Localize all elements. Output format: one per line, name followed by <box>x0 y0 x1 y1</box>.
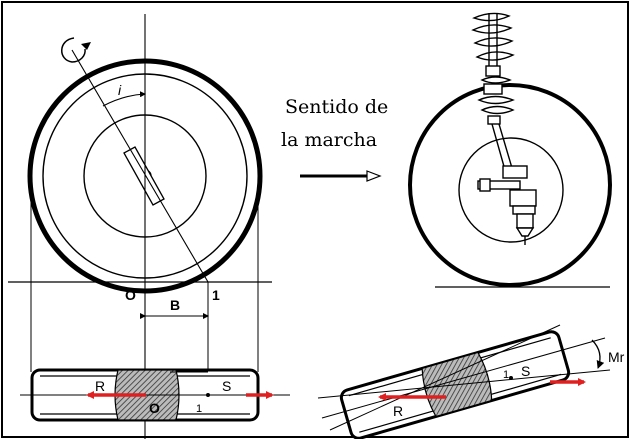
moment-arrow <box>591 339 605 369</box>
force-r-label-right: R <box>393 403 403 419</box>
force-s-label-right: S <box>521 363 530 379</box>
rotation-arrow-icon <box>61 37 86 63</box>
point-1-label-bottom: 1 <box>196 403 202 415</box>
point-1-label-right: 1 <box>503 369 509 381</box>
tyre-plan-view-left: R O 1 S <box>20 368 290 422</box>
side-rim <box>458 137 564 243</box>
angle-label: i <box>118 82 122 98</box>
side-tyre <box>408 83 612 287</box>
caption-line-2: la marcha <box>281 129 377 151</box>
moment-label: Mr <box>608 349 625 365</box>
shock-absorber <box>477 65 515 171</box>
coil-spring-icon <box>471 12 515 66</box>
force-s-label-left: S <box>222 378 231 394</box>
front-wheel-view: i O 1 B <box>8 14 272 439</box>
tyre-plan-view-right: R 1 S Mr <box>317 324 625 439</box>
kingpin-axis <box>71 49 209 283</box>
side-wheel-view <box>408 12 612 288</box>
offset-b-label: B <box>170 297 180 313</box>
angle-arc <box>102 91 146 107</box>
origin-label-bottom: O <box>149 400 160 416</box>
origin-label: O <box>125 287 136 303</box>
caption-line-1: Sentido de <box>285 96 388 118</box>
force-r-label-left: R <box>95 378 105 394</box>
steering-knuckle <box>477 165 537 245</box>
point-1-label: 1 <box>212 287 220 303</box>
direction-arrow-icon <box>300 170 382 182</box>
